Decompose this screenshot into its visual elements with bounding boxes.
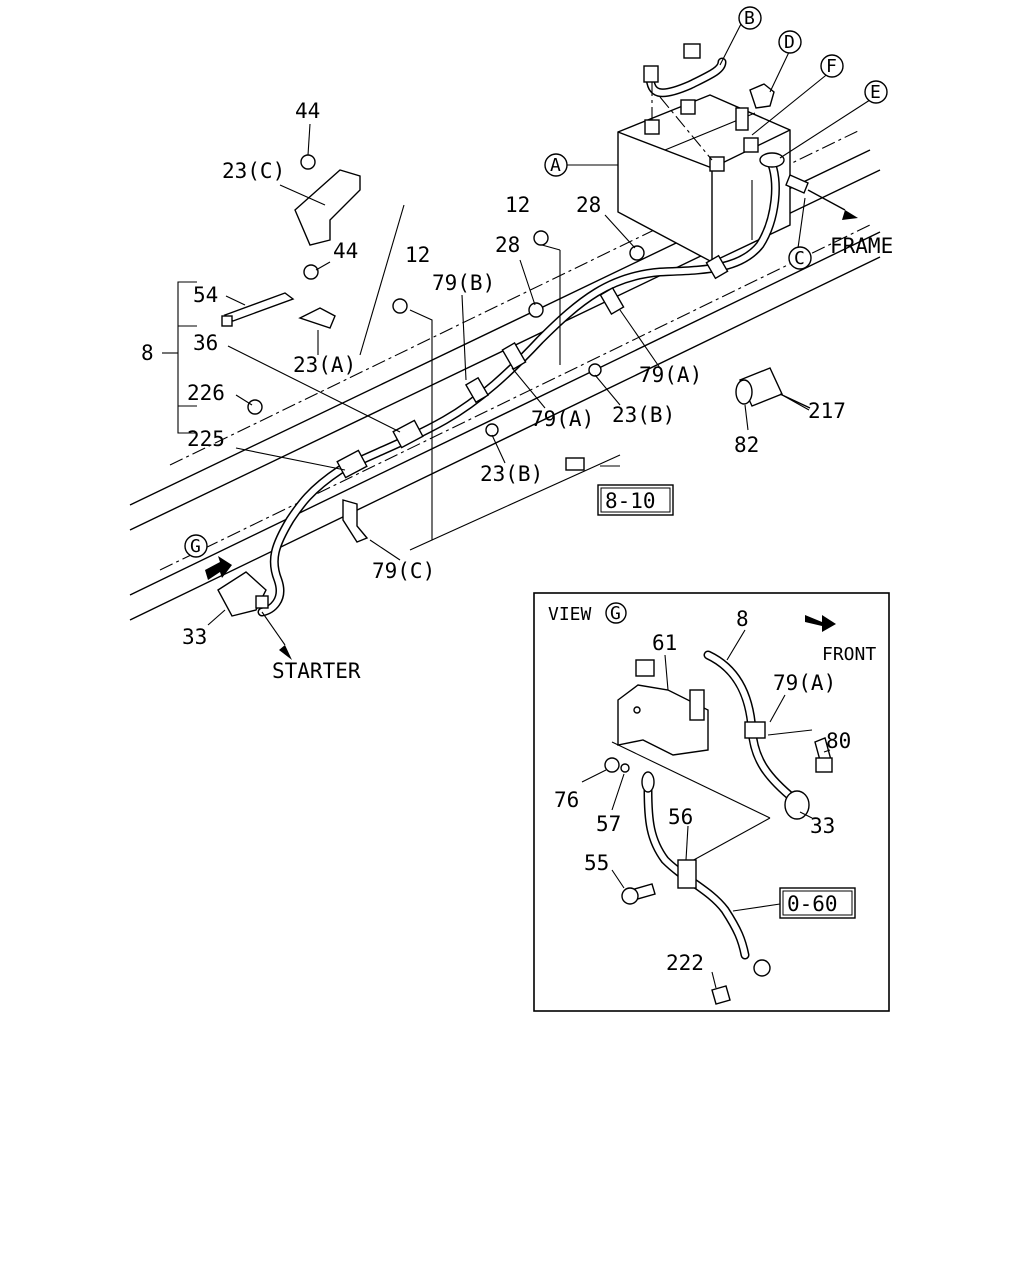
- callout-28: 28: [495, 233, 520, 257]
- view-g-inset: VIEW G FRONT: [533, 592, 890, 1012]
- main-callouts: 44 23(C) 44 54 8 36 23(A) 226 225 12 79(…: [141, 99, 893, 683]
- callout-54: 54: [193, 283, 218, 307]
- cable-boot-part: [735, 367, 811, 409]
- callout-23c: 23(C): [222, 159, 285, 183]
- view-marker-g: G: [610, 603, 621, 624]
- view-callout-79a: 79(A): [773, 671, 836, 695]
- leader-lines: [162, 23, 874, 660]
- hardware-parts: [217, 154, 645, 617]
- marker-b: B: [744, 8, 755, 29]
- view-callout-56: 56: [668, 805, 693, 829]
- callout-225: 225: [187, 427, 225, 451]
- callout-226: 226: [187, 381, 225, 405]
- callout-23b: 23(B): [612, 403, 675, 427]
- marker-g: G: [190, 536, 201, 557]
- marker-d: D: [784, 32, 795, 53]
- frame-direction-label: FRAME: [830, 234, 893, 258]
- callout-12: 12: [505, 193, 530, 217]
- callout-12: 12: [405, 243, 430, 267]
- view-callout-57: 57: [596, 812, 621, 836]
- callout-79b: 79(B): [432, 271, 495, 295]
- cable-clamps: [336, 254, 729, 479]
- view-title: VIEW: [548, 604, 592, 625]
- callout-79c: 79(C): [372, 559, 435, 583]
- front-arrow: [805, 615, 836, 632]
- marker-a: A: [550, 155, 561, 176]
- callout-33: 33: [182, 625, 207, 649]
- callout-79a: 79(A): [531, 407, 594, 431]
- view-callout-80: 80: [826, 729, 851, 753]
- battery-box: [617, 94, 791, 263]
- view-callout-8: 8: [736, 607, 749, 631]
- callout-44: 44: [333, 239, 358, 263]
- view-reference-label: 0-60: [787, 892, 838, 916]
- callout-23a: 23(A): [293, 353, 356, 377]
- callout-217: 217: [808, 399, 846, 423]
- callout-79a: 79(A): [639, 363, 702, 387]
- reference-box-8-10: 8-10: [597, 484, 674, 516]
- reference-label: 8-10: [605, 489, 656, 513]
- callout-44: 44: [295, 99, 320, 123]
- marker-e: E: [870, 82, 881, 103]
- view-g-arrow: [205, 556, 232, 580]
- callout-82: 82: [734, 433, 759, 457]
- callout-23b: 23(B): [480, 462, 543, 486]
- callout-8: 8: [141, 341, 154, 365]
- view-callout-61: 61: [652, 631, 677, 655]
- view-callout-76: 76: [554, 788, 579, 812]
- circle-markers: A B D F E C G: [184, 6, 888, 558]
- marker-f: F: [826, 56, 837, 77]
- starter-direction-label: STARTER: [272, 659, 361, 683]
- battery-terminal-cable: [643, 43, 775, 161]
- callout-36: 36: [193, 331, 218, 355]
- view-callout-222: 222: [666, 951, 704, 975]
- callout-28: 28: [576, 193, 601, 217]
- front-label: FRONT: [822, 644, 876, 665]
- marker-c: C: [794, 248, 805, 269]
- view-callout-33: 33: [810, 814, 835, 838]
- view-callout-55: 55: [584, 851, 609, 875]
